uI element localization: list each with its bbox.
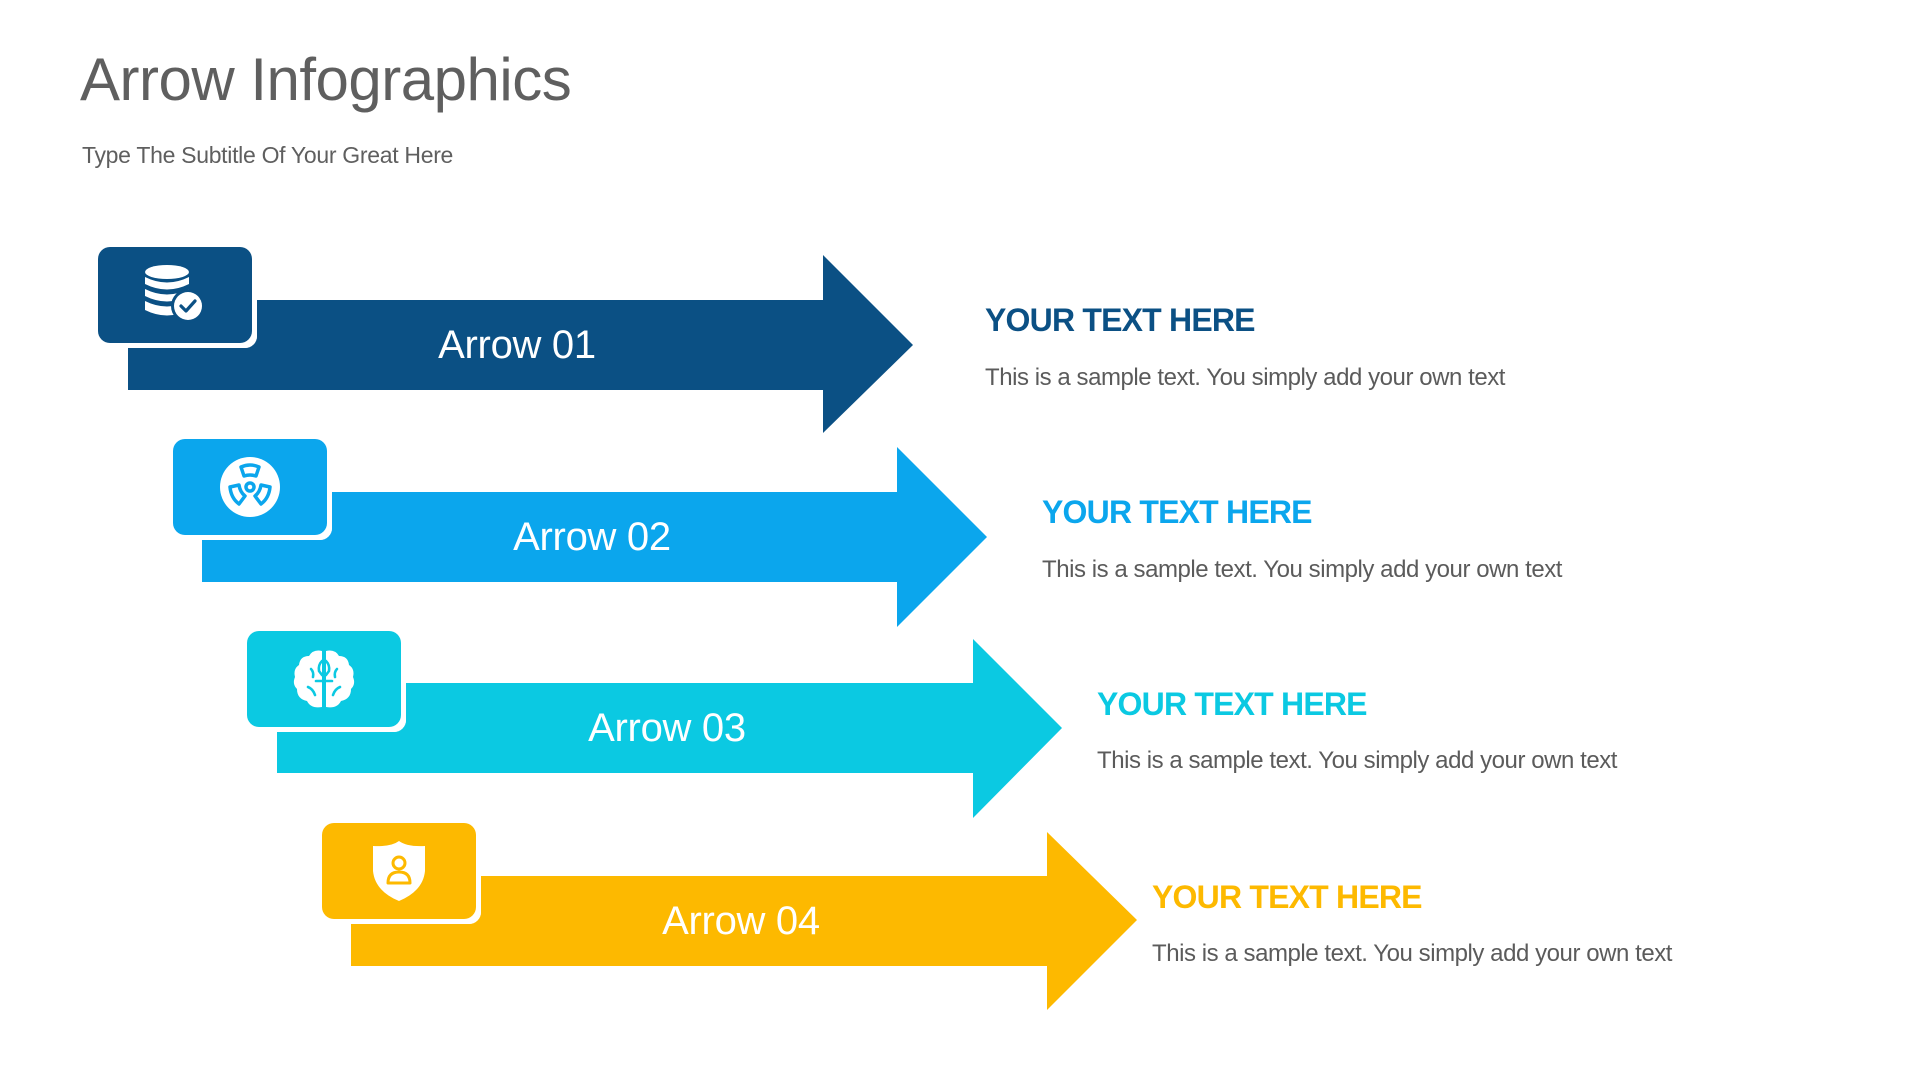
- item-heading-1: YOUR TEXT HERE: [985, 302, 1256, 338]
- arrow-label-2: Arrow 02: [513, 515, 671, 559]
- item-heading-4: YOUR TEXT HERE: [1152, 879, 1423, 915]
- icon-box-1: [98, 247, 252, 343]
- item-heading-2: YOUR TEXT HERE: [1042, 494, 1313, 530]
- icon-box-3: [247, 631, 401, 727]
- item-body-2: This is a sample text. You simply add yo…: [1042, 556, 1562, 583]
- database-check-icon: [145, 265, 205, 323]
- arrow-label-4: Arrow 04: [662, 899, 820, 943]
- page-subtitle: Type The Subtitle Of Your Great Here: [82, 142, 454, 168]
- shield-user-icon: [373, 841, 425, 901]
- icon-box-4: [322, 823, 476, 919]
- item-body-1: This is a sample text. You simply add yo…: [985, 364, 1505, 391]
- arrow-label-3: Arrow 03: [588, 706, 746, 750]
- icon-box-2: [173, 439, 327, 535]
- arrow-label-1: Arrow 01: [438, 323, 596, 367]
- item-body-4: This is a sample text. You simply add yo…: [1152, 940, 1672, 967]
- brain-icon: [293, 650, 355, 708]
- item-heading-3: YOUR TEXT HERE: [1097, 686, 1368, 722]
- item-body-3: This is a sample text. You simply add yo…: [1097, 747, 1617, 774]
- radiation-icon: [220, 457, 280, 517]
- page-title: Arrow Infographics: [80, 46, 572, 113]
